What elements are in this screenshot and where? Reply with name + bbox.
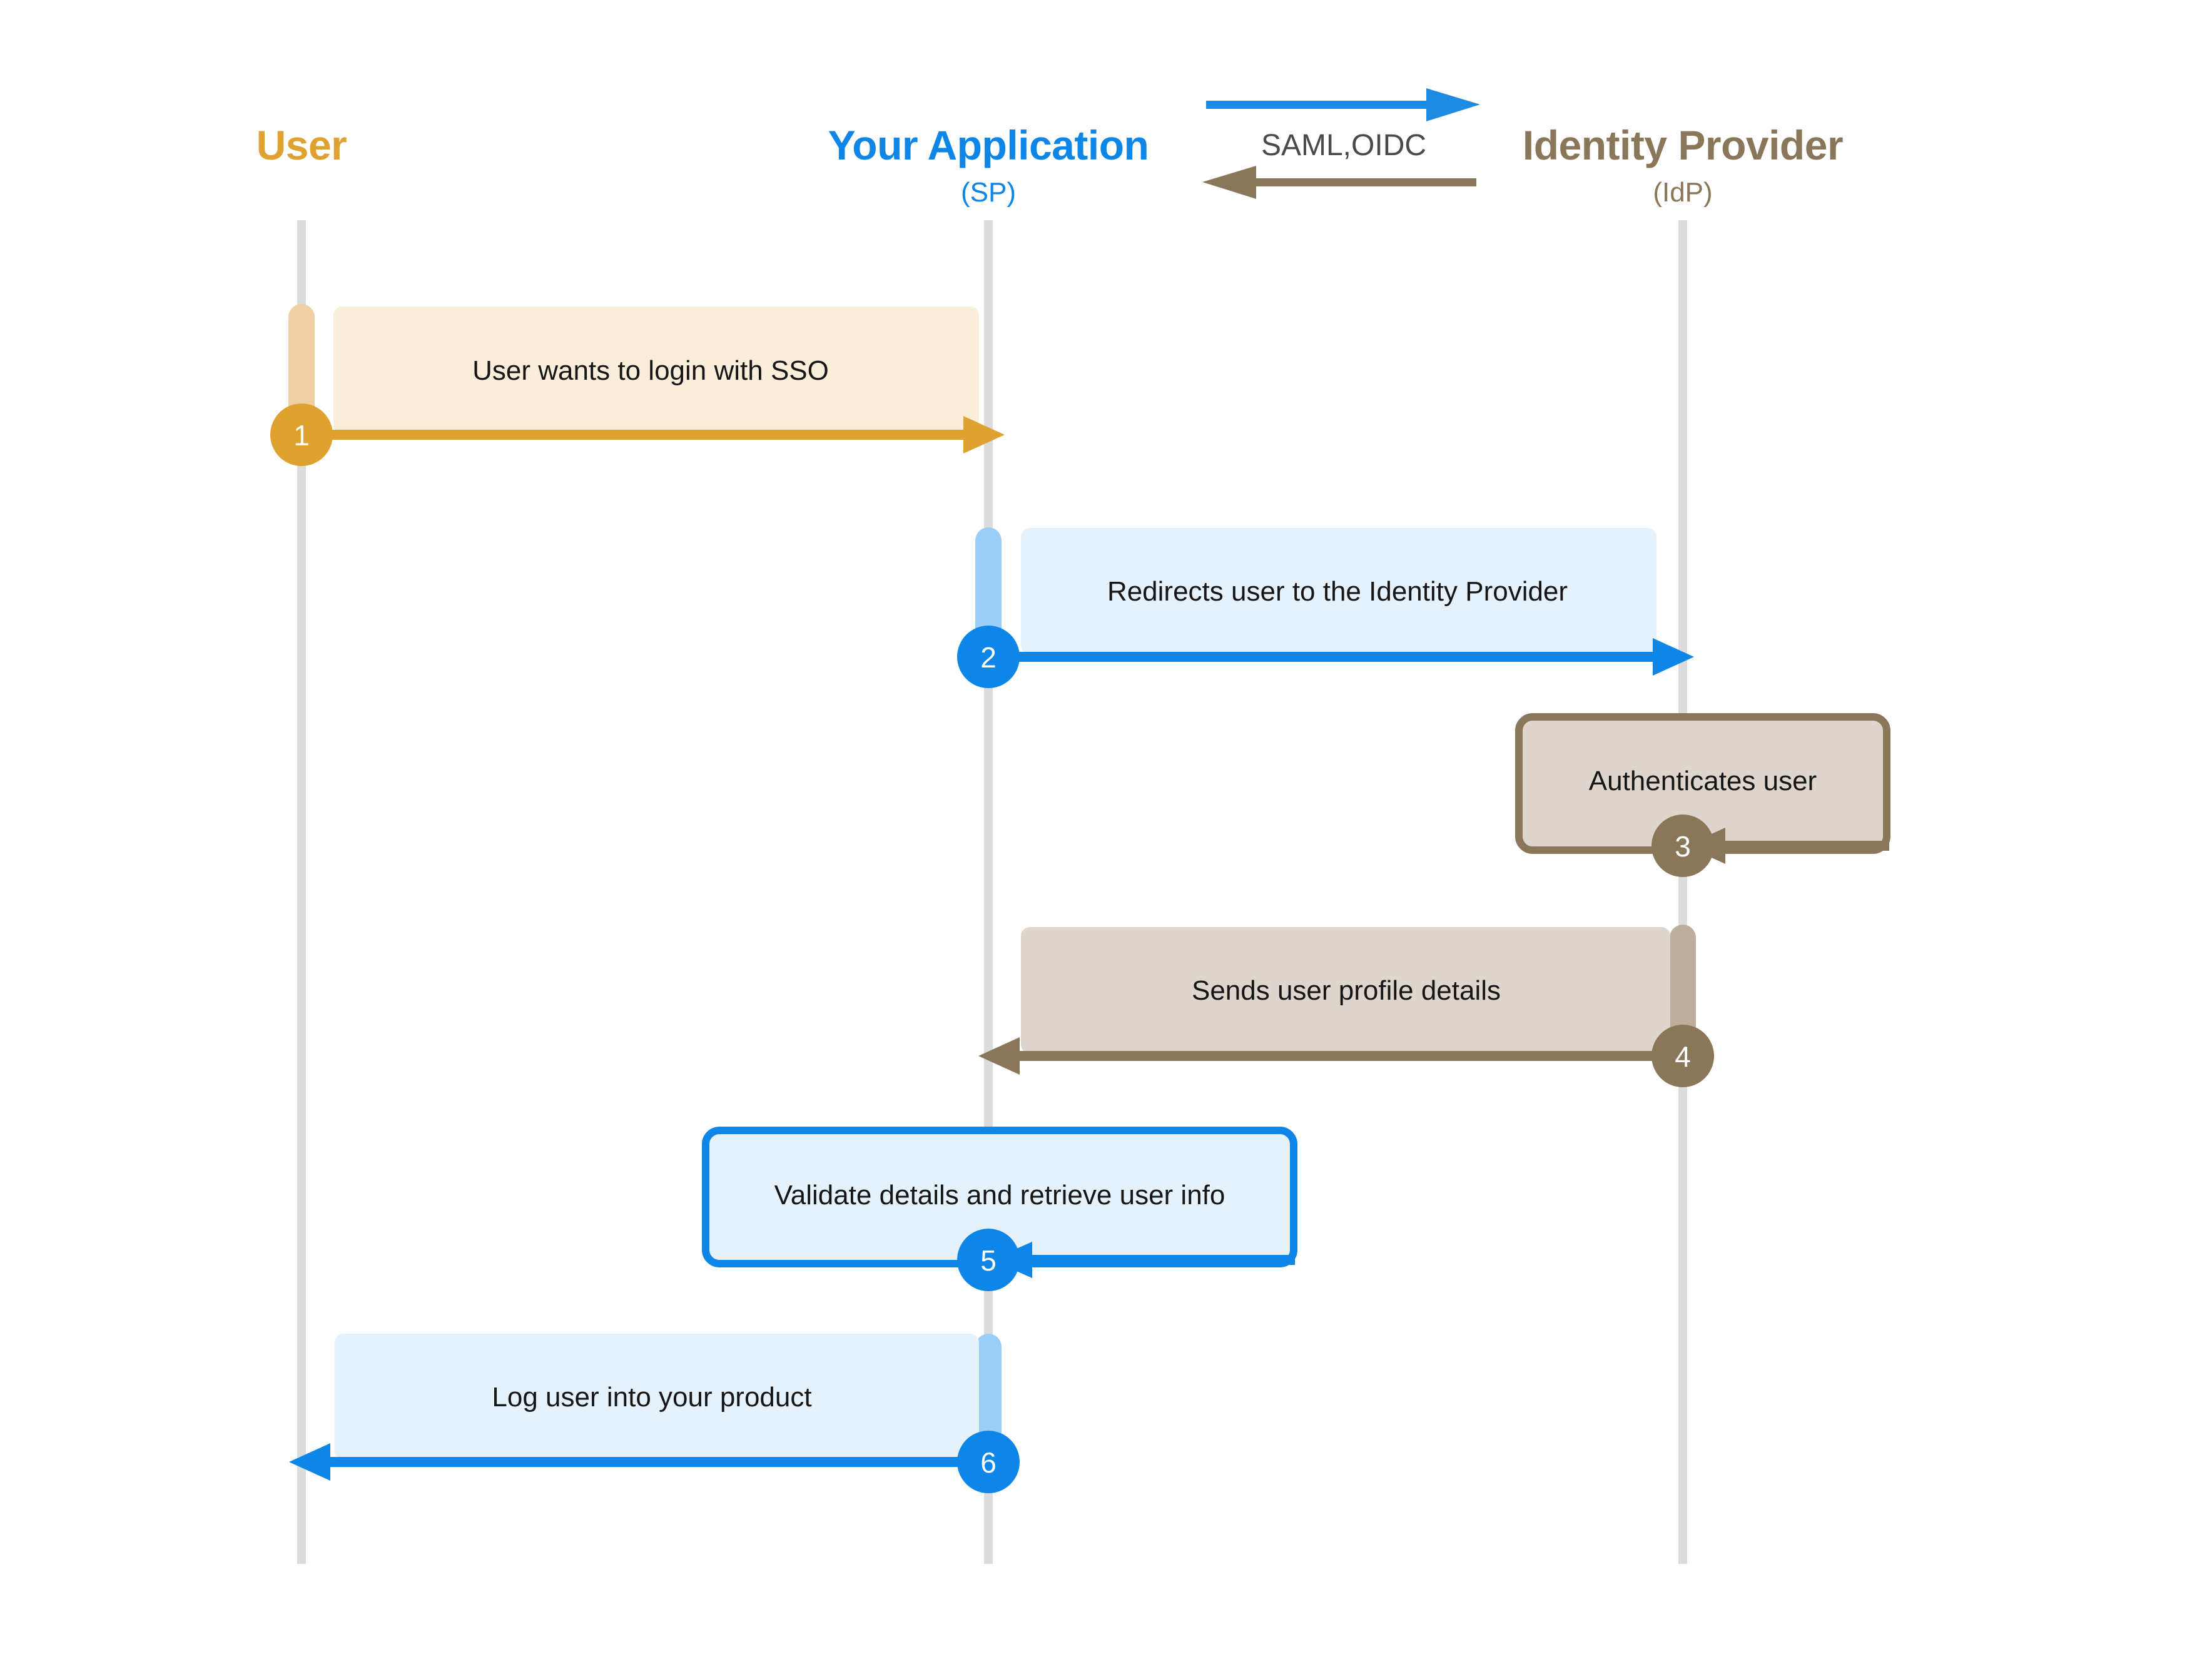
message-label-4: Sends user profile details (1192, 975, 1501, 1006)
step-5[interactable]: Validate details and retrieve user info … (702, 1127, 1297, 1291)
message-arrow-4 (978, 1037, 1683, 1075)
step-number-5: 5 (980, 1244, 997, 1277)
message-label-5: Validate details and retrieve user info (774, 1180, 1225, 1210)
step-badge-5[interactable] (957, 1229, 1020, 1291)
message-label-2: Redirects user to the Identity Provider (1107, 576, 1568, 607)
participant-label-user: User (256, 122, 347, 168)
message-box-2 (1021, 528, 1656, 654)
message-box-1 (333, 307, 979, 433)
step-number-4: 4 (1675, 1040, 1691, 1073)
step-3[interactable]: Authenticates user 3 (1515, 713, 1890, 877)
participant-header-app[interactable]: Your Application (SP) (828, 122, 1149, 208)
activation-bar-app-6 (975, 1334, 1002, 1460)
participant-header-idp[interactable]: Identity Provider (IdP) (1523, 122, 1844, 208)
step-badge-4[interactable] (1651, 1025, 1714, 1087)
step-number-1: 1 (293, 419, 310, 452)
message-label-1: User wants to login with SSO (472, 355, 829, 386)
step-2[interactable]: Redirects user to the Identity Provider … (957, 527, 1694, 688)
step-4[interactable]: Sends user profile details 4 (978, 925, 1714, 1087)
step-6[interactable]: Log user into your product 6 (289, 1334, 1020, 1493)
step-badge-1[interactable] (270, 403, 333, 466)
message-label-3: Authenticates user (1589, 766, 1817, 796)
participant-header-user[interactable]: User (256, 122, 347, 168)
participant-label-idp: Identity Provider (1523, 122, 1843, 168)
lifeline-idp (1678, 220, 1687, 1564)
step-number-3: 3 (1675, 830, 1691, 863)
protocol-arrow-left-icon (1202, 166, 1476, 199)
message-arrow-6 (289, 1443, 988, 1481)
message-arrow-1 (302, 416, 1005, 454)
activation-bar-idp-4 (1670, 925, 1696, 1051)
message-label-6: Log user into your product (492, 1382, 811, 1413)
step-number-6: 6 (980, 1446, 997, 1479)
activation-bar-user-1 (288, 304, 315, 430)
step-badge-3[interactable] (1651, 814, 1714, 877)
message-box-6 (335, 1334, 979, 1460)
step-badge-2[interactable] (957, 626, 1020, 688)
participant-sublabel-app: (SP) (961, 177, 1016, 208)
step-number-2: 2 (980, 641, 997, 674)
lifeline-user-lower (297, 220, 306, 1564)
step-1[interactable]: User wants to login with SSO 1 (270, 304, 1005, 466)
message-arrow-2 (988, 638, 1694, 676)
protocol-label: SAML,OIDC (1261, 129, 1426, 162)
protocol-arrow-right-icon (1206, 88, 1480, 121)
protocol-annotation: SAML,OIDC (1202, 88, 1480, 199)
step-badge-6[interactable] (957, 1431, 1020, 1493)
participant-label-app: Your Application (828, 122, 1149, 168)
message-box-4 (1021, 927, 1670, 1053)
participant-sublabel-idp: (IdP) (1653, 177, 1712, 208)
activation-bar-app-2 (975, 527, 1002, 654)
